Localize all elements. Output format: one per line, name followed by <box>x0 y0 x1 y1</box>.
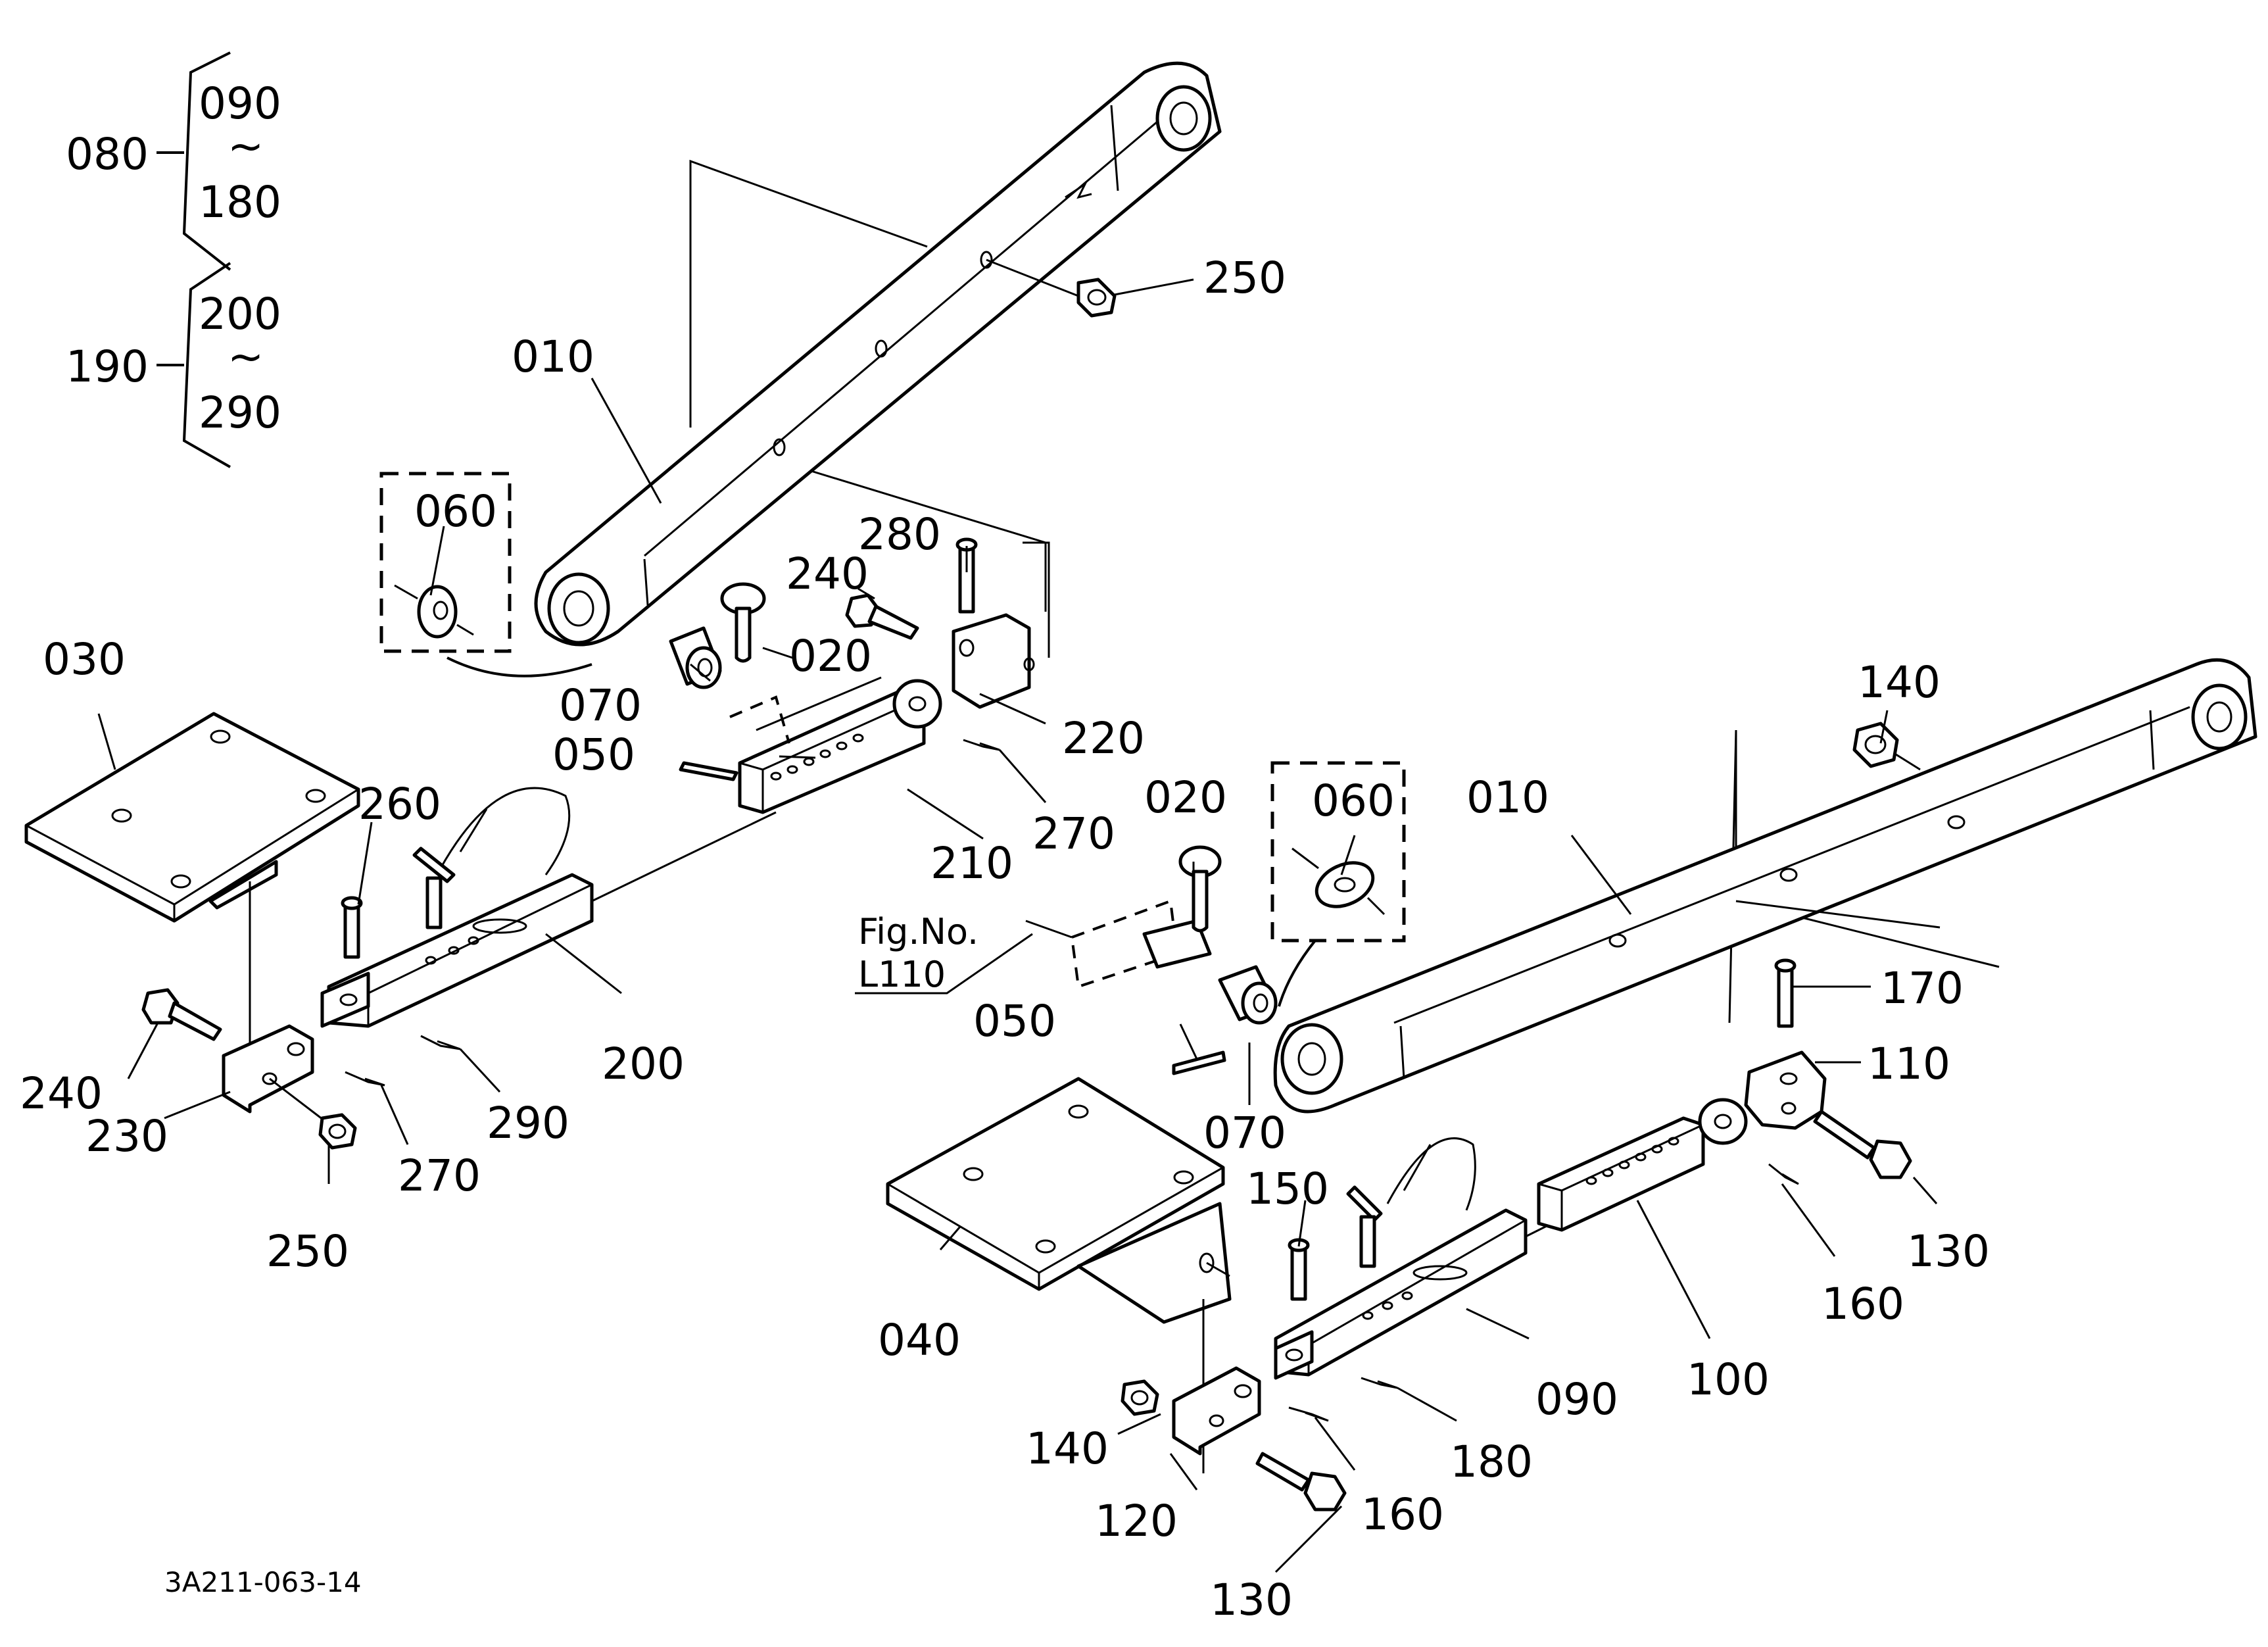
callout-250-upper: 250 <box>1203 253 1286 303</box>
callout-280: 280 <box>858 509 941 560</box>
callout-100: 100 <box>1687 1354 1770 1405</box>
mounting-plate-030 <box>24 712 360 1052</box>
t-handle-pin-right <box>1346 1185 1383 1268</box>
group-range-to-180: 180 <box>199 177 281 228</box>
group-bracket-080 <box>157 51 231 271</box>
callout-040: 040 <box>878 1315 961 1365</box>
clip-270-upper <box>963 739 1000 751</box>
group-bracket-190 <box>157 262 231 468</box>
turnbuckle-tube-100 <box>1537 1098 1748 1232</box>
callout-030: 030 <box>43 634 126 685</box>
bushing-070-lower <box>1218 965 1278 1025</box>
group-range-sep: ~ <box>228 332 264 382</box>
nut-140-upper <box>1852 722 1921 771</box>
nut-250-lower <box>269 1077 357 1150</box>
callout-270-upper: 270 <box>1032 808 1115 859</box>
callout-220: 220 <box>1062 713 1145 764</box>
callout-130-lower: 130 <box>1210 1575 1293 1625</box>
drawing-id: 3A211-063-14 <box>164 1566 362 1598</box>
clevis-230 <box>222 1024 314 1114</box>
pin-020-lower <box>1178 845 1222 933</box>
callout-160-right: 160 <box>1822 1279 1904 1329</box>
callout-180: 180 <box>1450 1437 1533 1487</box>
arrow-060-right <box>1278 939 1316 1007</box>
lower-link-arm-left <box>534 61 1222 647</box>
group-label-080: 080 <box>66 129 149 180</box>
clevis-120 <box>1172 1366 1261 1456</box>
clevis-plate-110 <box>1744 1050 1827 1130</box>
arrow-060-left <box>446 656 592 677</box>
washer-060-right <box>1291 847 1386 916</box>
group-range-from-200: 200 <box>199 289 281 339</box>
clip-160-lower <box>1288 1406 1329 1422</box>
group-label-190: 190 <box>66 341 149 392</box>
pin-260 <box>341 896 363 959</box>
callout-250-lower: 250 <box>266 1226 349 1277</box>
bracket-reference-l110 <box>1025 899 1212 989</box>
callout-290: 290 <box>487 1098 569 1148</box>
callout-140-upper: 140 <box>1858 657 1941 708</box>
bolt-130-lower <box>1255 1452 1347 1512</box>
turnbuckle-tube-210 <box>729 676 942 814</box>
callout-240-upper: 240 <box>786 549 869 599</box>
callout-060-left: 060 <box>414 486 497 537</box>
nut-250-upper <box>986 258 1117 318</box>
callout-010-upper: 010 <box>512 332 594 382</box>
pin-280 <box>955 537 978 614</box>
callout-270-lower: 270 <box>398 1150 481 1201</box>
pin-020-upper <box>720 582 766 663</box>
bushing-070-left <box>669 626 722 689</box>
cotter-pin-050-lower <box>1172 1050 1226 1075</box>
clip-290 <box>420 1035 461 1050</box>
callout-230: 230 <box>85 1111 168 1162</box>
t-handle-pin-left <box>412 847 456 929</box>
callout-020-lower: 020 <box>1144 772 1227 823</box>
callout-070-lower: 070 <box>1203 1108 1286 1158</box>
callout-010-lower: 010 <box>1466 772 1549 823</box>
group-range-from-090: 090 <box>199 78 281 129</box>
stabilizer-tube-200 <box>320 787 777 1028</box>
callout-170: 170 <box>1881 963 1964 1014</box>
clip-270-lower <box>345 1071 385 1087</box>
callout-060-right: 060 <box>1312 775 1395 826</box>
bolt-130-right <box>1813 1110 1912 1179</box>
group-range-sep: ~ <box>228 121 264 172</box>
callout-labels: 010 010 250 020 020 030 040 050 050 060 … <box>20 253 1990 1625</box>
group-range-to-290: 290 <box>199 387 281 438</box>
mounting-plate-040 <box>886 1077 1232 1473</box>
callout-140-lower: 140 <box>1026 1423 1109 1474</box>
clip-180 <box>1361 1377 1398 1389</box>
callout-020-upper: 020 <box>789 631 872 681</box>
callout-090: 090 <box>1535 1374 1618 1425</box>
callout-200: 200 <box>602 1039 685 1089</box>
pin-150 <box>1288 1238 1310 1301</box>
figure-reference-line1: Fig.No. <box>858 911 978 952</box>
callout-120: 120 <box>1095 1496 1178 1546</box>
leader-lines <box>97 278 1938 1573</box>
clip-160-right <box>1768 1163 1799 1185</box>
callout-130-right: 130 <box>1907 1226 1990 1277</box>
callout-050-upper: 050 <box>552 729 635 780</box>
callout-240-lower: 240 <box>20 1068 103 1119</box>
nut-140-lower <box>1121 1379 1159 1416</box>
washer-060-left <box>394 584 474 639</box>
callout-160-lower: 160 <box>1361 1489 1444 1540</box>
washer-060-detail-box <box>379 472 512 653</box>
cotter-pin-050-upper <box>679 761 738 781</box>
callout-150: 150 <box>1246 1164 1329 1214</box>
pin-170 <box>1774 958 1797 1028</box>
clevis-220 <box>952 541 1050 709</box>
callout-070-upper: 070 <box>559 680 642 731</box>
lower-link-arm-right <box>1273 658 2257 1114</box>
callout-110: 110 <box>1868 1039 1950 1089</box>
callout-050-lower: 050 <box>973 996 1056 1046</box>
callout-210: 210 <box>930 838 1013 889</box>
bolt-240-lower <box>141 988 222 1041</box>
figure-reference-line2: L110 <box>858 954 946 995</box>
stabilizer-tube-090 <box>1274 1137 1566 1380</box>
callout-260: 260 <box>358 779 441 829</box>
washer-060-detail-box <box>1270 761 1406 943</box>
